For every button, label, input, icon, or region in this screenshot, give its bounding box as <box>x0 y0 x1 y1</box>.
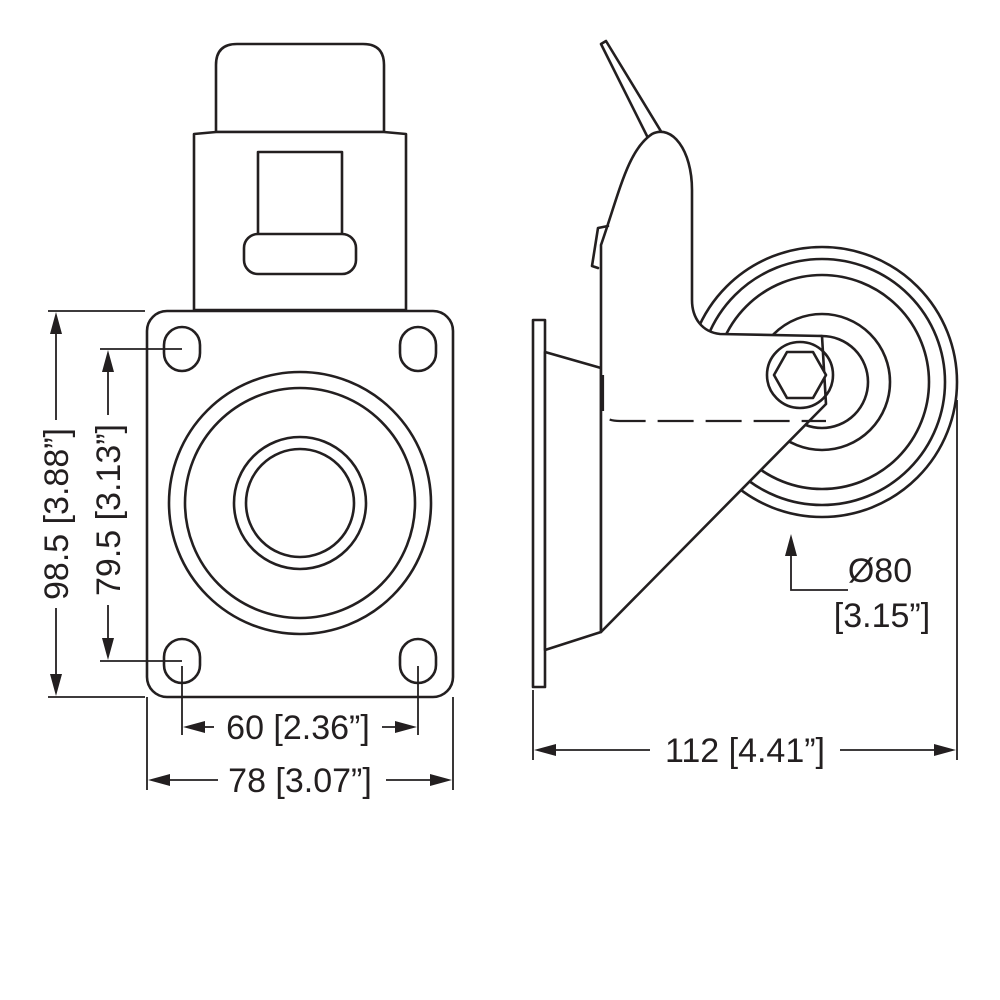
dim-label-bolt-spacing-vertical: 79.5 [3.13”] <box>90 424 128 596</box>
swivel-ring-inner <box>232 435 368 571</box>
swivel-ring-middle <box>183 386 417 620</box>
front-view <box>145 42 455 699</box>
swivel-ring-outer <box>167 370 433 636</box>
swivel-cone <box>543 350 603 652</box>
axle-washer <box>765 340 835 410</box>
dim-label-plate-width: 78 [3.07”] <box>228 762 372 800</box>
brake-tab <box>242 232 358 276</box>
dimension-lines <box>48 310 958 790</box>
bolt-slot-top-right <box>398 325 438 373</box>
brake-housing <box>192 130 408 312</box>
fork <box>599 130 828 634</box>
brake-pedal-top <box>214 42 386 134</box>
hidden-line <box>601 375 826 423</box>
dim-label-wheel-diameter: Ø80 <box>848 552 912 590</box>
side-plate <box>531 318 547 689</box>
mounting-plate <box>145 309 455 699</box>
axle-nut <box>772 350 828 400</box>
dim-label-overall-length: 112 [4.41”] <box>665 732 825 770</box>
dim-label-overall-height: 98.5 [3.88”] <box>38 428 76 600</box>
side-view <box>531 39 959 689</box>
brake-clip <box>590 224 610 270</box>
dim-label-bolt-spacing-horizontal: 60 [2.36”] <box>226 709 370 747</box>
dim-label-wheel-diameter-inch: [3.15”] <box>834 597 930 635</box>
swivel-ring-core <box>244 447 356 559</box>
brake-lever <box>599 39 664 140</box>
